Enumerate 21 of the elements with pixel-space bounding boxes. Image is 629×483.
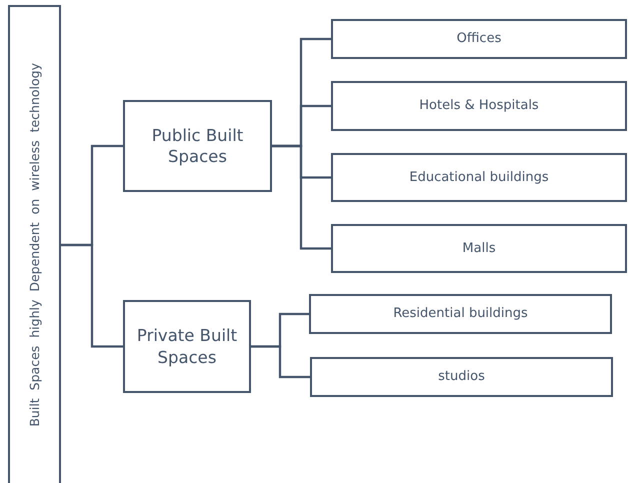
node-label: Malls	[462, 240, 496, 256]
item-box	[310, 357, 613, 397]
connector-line	[251, 345, 310, 378]
connector-line	[61, 244, 123, 348]
item-box	[309, 294, 612, 334]
node-label: Offices	[456, 31, 502, 47]
item-box	[331, 224, 627, 273]
node-label: Hotels & Hospitals	[419, 98, 539, 114]
node-label: Educational buildings	[409, 170, 549, 186]
item-box	[331, 81, 627, 131]
connector-line	[272, 144, 331, 250]
root-label: Built Spaces highly Dependent on wireless technology	[27, 63, 42, 427]
root-box	[8, 5, 61, 483]
node-label: Residential buildings	[393, 306, 528, 322]
node-label: studios	[438, 369, 485, 385]
node-label: Public Built Spaces	[150, 124, 244, 168]
item-box	[331, 153, 627, 202]
item-box	[331, 19, 627, 59]
category-box	[123, 100, 272, 192]
node-label: Private Built Spaces	[136, 325, 238, 368]
category-box	[123, 300, 251, 393]
